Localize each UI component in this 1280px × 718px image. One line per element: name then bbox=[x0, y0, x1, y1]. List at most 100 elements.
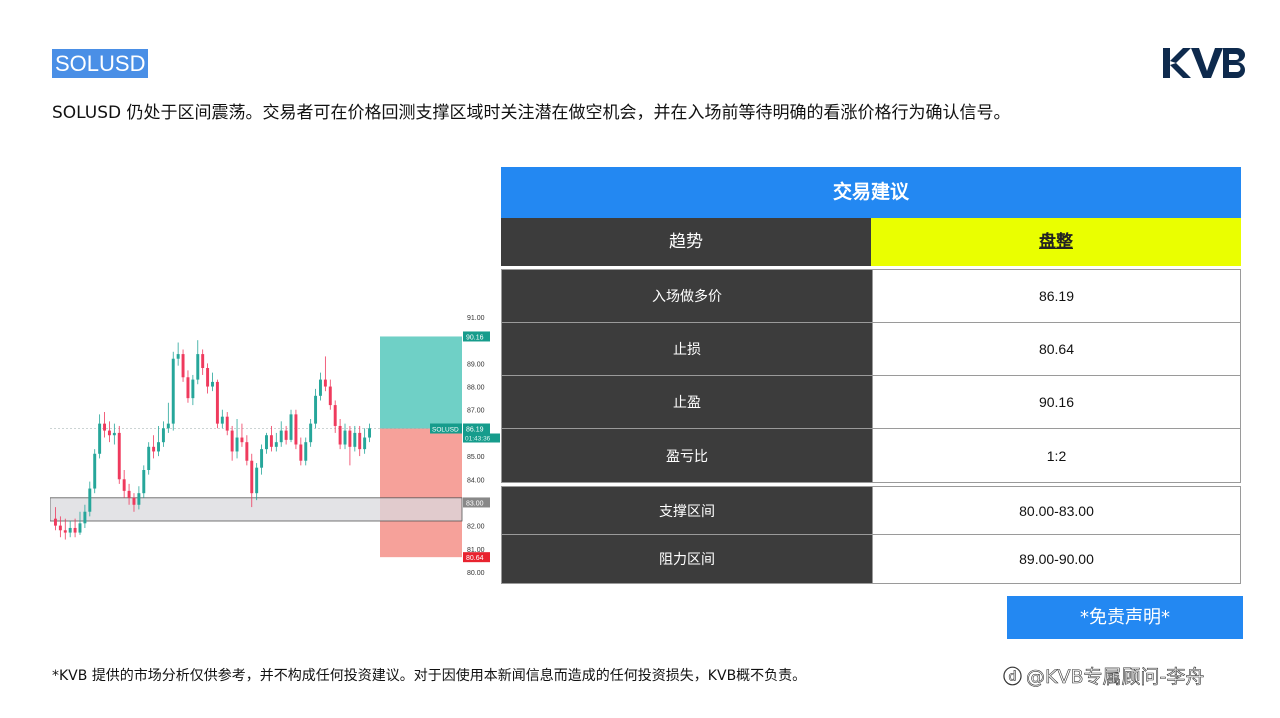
candle-body bbox=[348, 430, 352, 447]
candle-body bbox=[240, 437, 244, 443]
panel-title: 交易建议 bbox=[501, 167, 1241, 218]
stop-loss-tag-bg bbox=[463, 552, 490, 563]
resistance-zone-label: 阻力区间 bbox=[502, 535, 872, 583]
entry-price-tag-bg bbox=[463, 423, 490, 434]
analysis-summary: SOLUSD 仍处于区间震荡。交易者可在价格回测支撑区域时关注潜在做空机会，并在… bbox=[52, 103, 1011, 123]
take-profit-label: 止盈 bbox=[502, 376, 872, 428]
take-profit-tag-bg bbox=[463, 331, 490, 342]
trade-suggestion-panel: 交易建议 趋势 盘整 入场做多价 86.19 止损 80.64 止盈 90.16… bbox=[501, 167, 1241, 584]
trend-label: 趋势 bbox=[501, 218, 871, 266]
candle-body bbox=[338, 425, 342, 445]
candle-body bbox=[127, 490, 131, 498]
table-row: 盈亏比 1:2 bbox=[502, 429, 1240, 482]
candle-body bbox=[284, 430, 288, 440]
candle-body bbox=[181, 354, 185, 378]
candle-body bbox=[196, 354, 200, 380]
candle-body bbox=[279, 430, 283, 443]
candle-body bbox=[333, 405, 337, 426]
candle-body bbox=[343, 430, 347, 445]
candle-body bbox=[274, 442, 278, 447]
resistance-zone-value: 89.00-90.00 bbox=[872, 535, 1240, 583]
y-tick-label: 82.00 bbox=[467, 524, 485, 531]
candle-body bbox=[166, 423, 170, 429]
support-price-tag-bg bbox=[463, 497, 490, 508]
table-row: 阻力区间 89.00-90.00 bbox=[502, 535, 1240, 583]
candle-body bbox=[211, 381, 214, 387]
candle-body bbox=[161, 428, 165, 443]
candle-body bbox=[304, 442, 308, 461]
candle-body bbox=[358, 432, 362, 450]
candle-body bbox=[117, 432, 121, 480]
candle-body bbox=[201, 354, 205, 368]
y-tick-label: 87.00 bbox=[467, 408, 485, 415]
candle-body bbox=[73, 527, 77, 533]
candle-body bbox=[107, 430, 111, 436]
zones-table: 支撑区间 80.00-83.00 阻力区间 89.00-90.00 bbox=[501, 486, 1241, 584]
y-tick-label: 81.00 bbox=[467, 547, 485, 554]
risk-reward-value: 1:2 bbox=[872, 429, 1240, 482]
candle-body bbox=[323, 379, 327, 387]
entry-price-tag: 86.19 bbox=[466, 427, 484, 434]
stop-loss-tag: 80.64 bbox=[466, 555, 484, 562]
candle-body bbox=[112, 432, 116, 436]
candle-body bbox=[63, 530, 67, 533]
candle-body bbox=[171, 358, 175, 424]
symbol-tag: SOLUSD bbox=[432, 427, 459, 434]
entry-timer: 01:43:36 bbox=[465, 436, 491, 443]
candle-body bbox=[269, 435, 273, 447]
table-row: 入场做多价 86.19 bbox=[502, 270, 1240, 323]
entry-label: 入场做多价 bbox=[502, 270, 872, 322]
candle-body bbox=[250, 460, 254, 494]
candle-body bbox=[220, 416, 224, 424]
candle-body bbox=[142, 470, 146, 494]
risk-reward-label: 盈亏比 bbox=[502, 429, 872, 482]
candle-body bbox=[294, 414, 298, 445]
trend-value: 盘整 bbox=[871, 218, 1241, 266]
candle-body bbox=[186, 377, 190, 399]
candle-body bbox=[328, 386, 332, 406]
candle-body bbox=[255, 467, 259, 494]
take-profit-tag: 90.16 bbox=[466, 334, 484, 341]
y-tick-label: 88.00 bbox=[467, 385, 485, 392]
candle-body bbox=[93, 453, 97, 489]
candle-body bbox=[53, 518, 57, 526]
candle-body bbox=[318, 379, 322, 396]
candle-body bbox=[206, 368, 210, 387]
candle-body bbox=[265, 435, 268, 450]
price-chart: 91.0089.0088.0087.0085.0084.0083.0082.00… bbox=[50, 315, 500, 577]
support-zone-label: 支撑区间 bbox=[502, 487, 872, 534]
candle-body bbox=[353, 432, 357, 447]
candle-body bbox=[235, 437, 239, 452]
disclaimer-button[interactable]: *免责声明* bbox=[1007, 596, 1243, 639]
candle-body bbox=[363, 437, 367, 450]
candle-body bbox=[260, 449, 264, 468]
y-tick-label: 91.00 bbox=[467, 315, 485, 322]
table-row: 止损 80.64 bbox=[502, 323, 1240, 376]
target-zone bbox=[380, 336, 462, 429]
candle-body bbox=[78, 523, 82, 533]
candle-body bbox=[58, 525, 62, 531]
page-title: SOLUSD bbox=[52, 49, 149, 78]
support-band bbox=[50, 497, 463, 522]
candle-body bbox=[152, 446, 156, 452]
footer-disclaimer: *KVB 提供的市场分析仅供参考，并不构成任何投资建议。对于因使用本新闻信息而造… bbox=[52, 668, 807, 684]
candle-body bbox=[191, 379, 195, 399]
zhihu-icon: ⓓ bbox=[1003, 666, 1023, 689]
candle-body bbox=[137, 493, 141, 505]
trend-row: 趋势 盘整 bbox=[501, 218, 1241, 266]
candle-body bbox=[176, 354, 180, 359]
kvb-logo bbox=[1163, 48, 1245, 78]
candle-body bbox=[368, 428, 372, 438]
table-row: 止盈 90.16 bbox=[502, 376, 1240, 429]
take-profit-value: 90.16 bbox=[872, 376, 1240, 428]
candle-body bbox=[289, 414, 293, 440]
symbol-tag-bg bbox=[430, 423, 462, 434]
entry-value: 86.19 bbox=[872, 270, 1240, 322]
stop-loss-value: 80.64 bbox=[872, 323, 1240, 375]
candle-body bbox=[314, 395, 318, 424]
candle-body bbox=[132, 497, 136, 505]
watermark-text: @KVB专属顾问-李舟 bbox=[1026, 666, 1205, 689]
candle-body bbox=[230, 430, 234, 452]
support-zone-value: 80.00-83.00 bbox=[872, 487, 1240, 534]
trade-levels-table: 入场做多价 86.19 止损 80.64 止盈 90.16 盈亏比 1:2 bbox=[501, 269, 1241, 483]
